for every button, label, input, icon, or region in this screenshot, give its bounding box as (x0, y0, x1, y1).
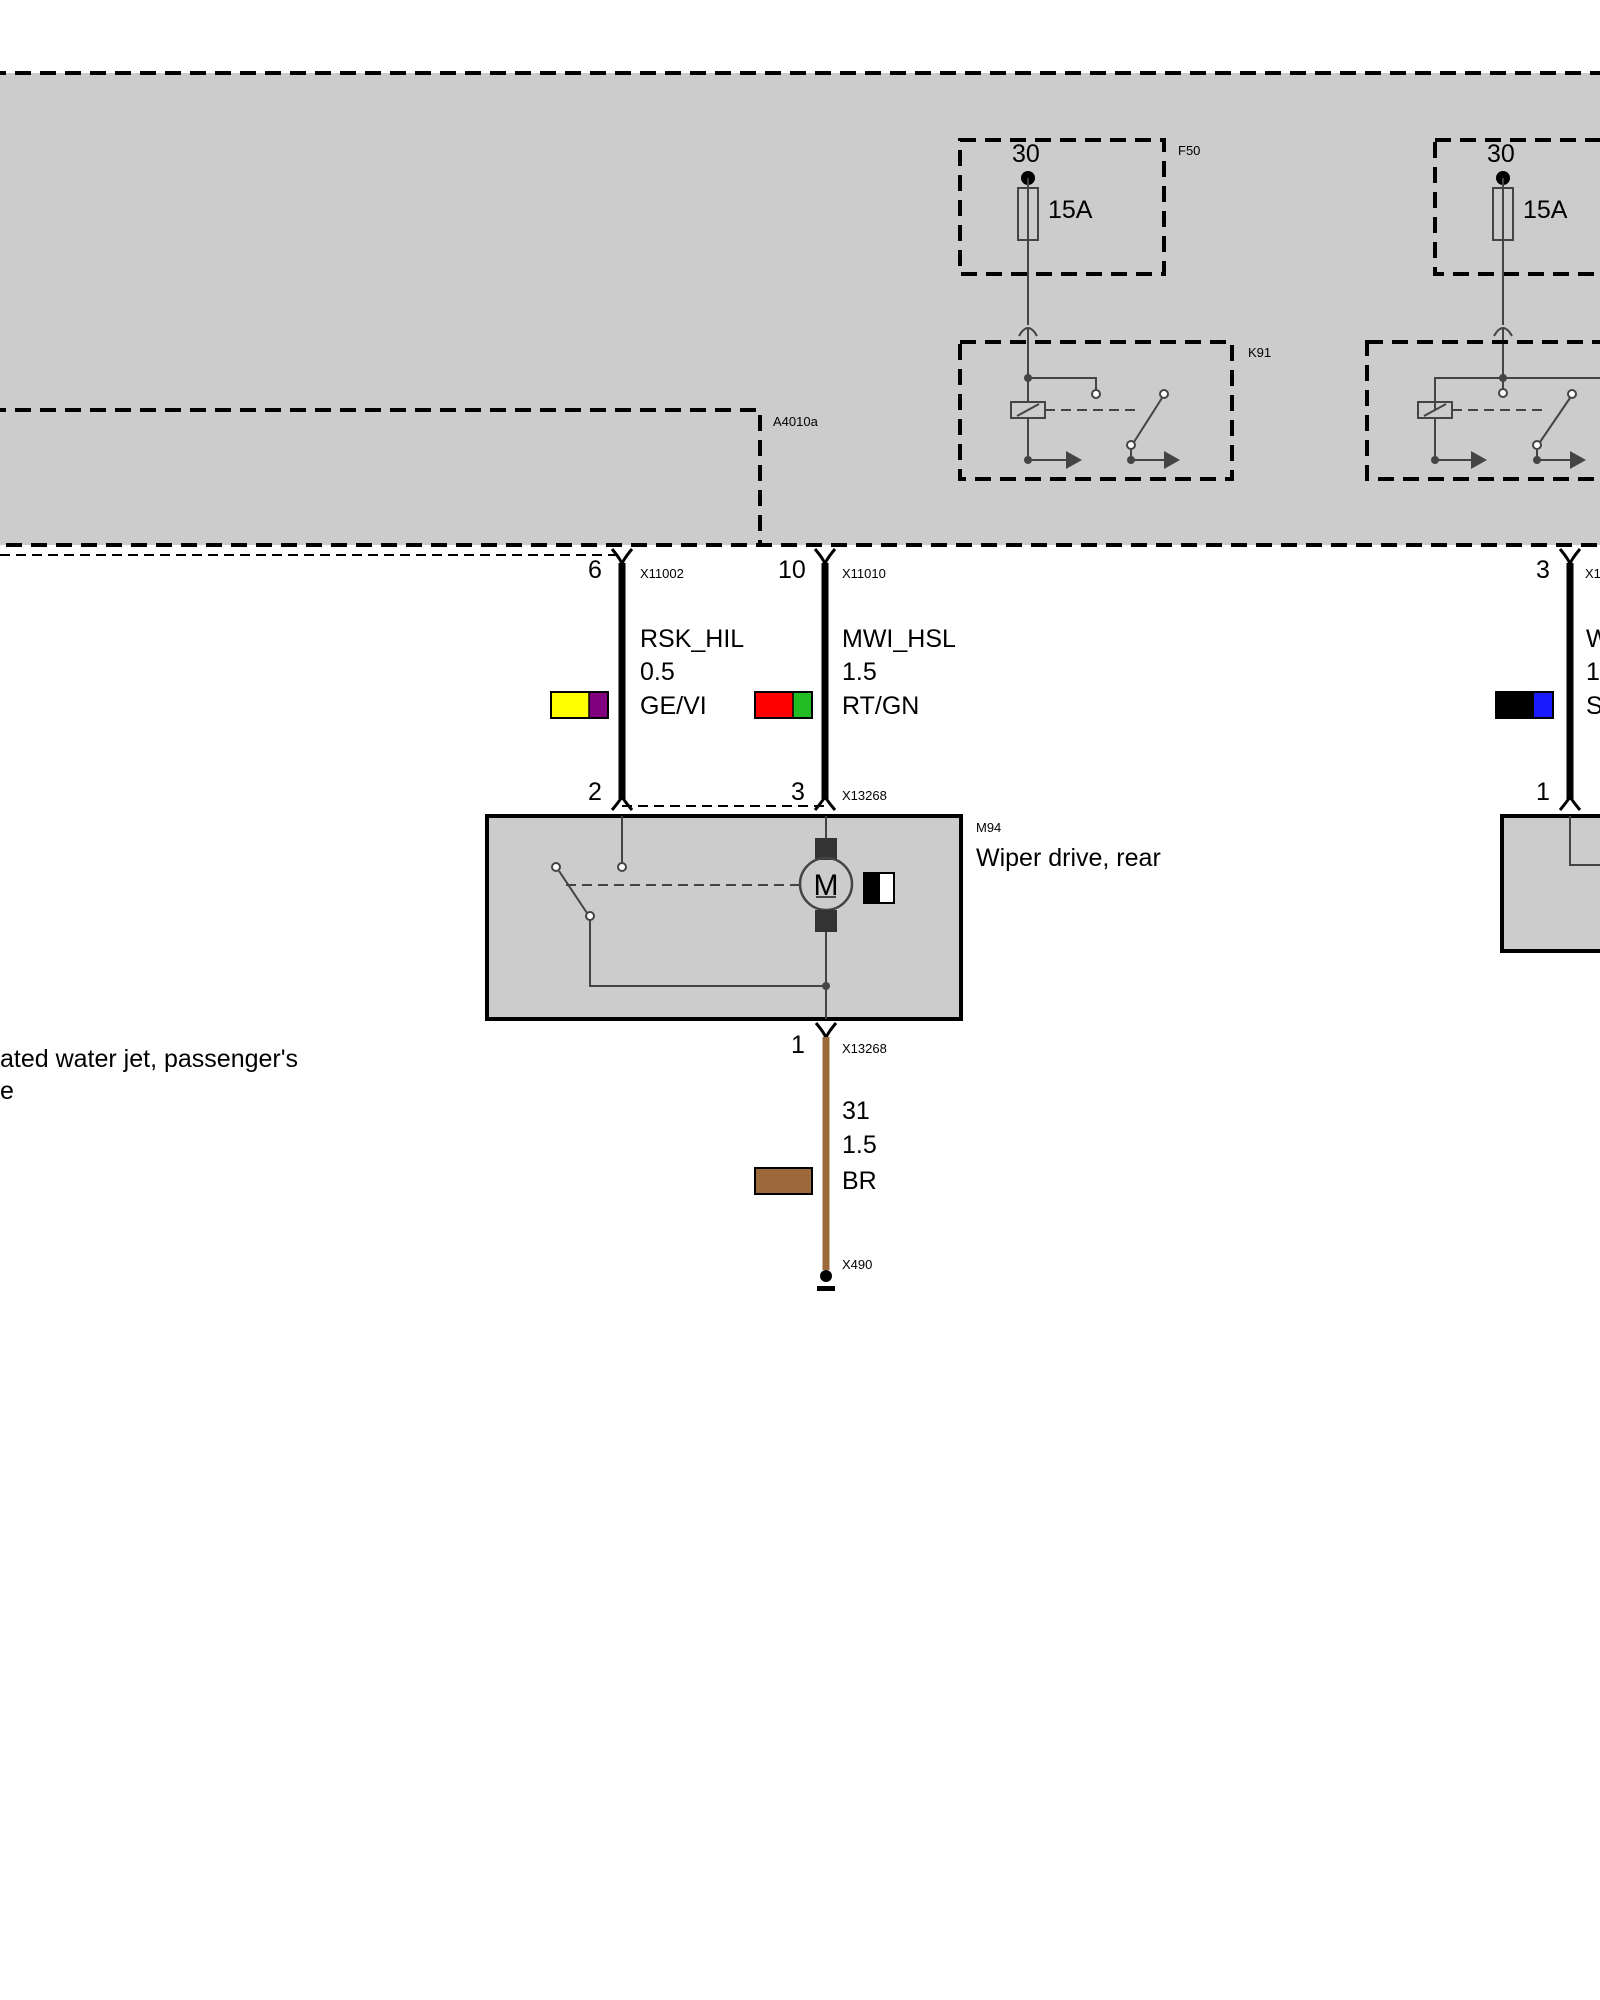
wire-mwi-hsl-top-pin: 10 (778, 556, 806, 584)
wire-rsk-hil-color-code: GE/VI (640, 692, 707, 720)
motor-m94: M94 Wiper drive, rear M (485, 814, 1161, 1021)
wire-rsk-hil-top-pin: 6 (588, 556, 602, 584)
wire-mwi-hsl-bottom-connector: X13268 (842, 788, 887, 803)
ground-wire-signal: 31 (842, 1097, 870, 1125)
fuse-f50-box (958, 138, 1166, 276)
sub-module-a4010a-outline (0, 408, 762, 545)
left-component-label-line2: e (0, 1077, 14, 1105)
wire-mwi-hsl-bottom-pin: 3 (791, 778, 805, 806)
ground-symbol-icon (817, 1286, 835, 1291)
wire-rsk-hil-signal: RSK_HIL (640, 625, 744, 653)
fuse-2-box (1433, 138, 1600, 276)
wire-mwi-hsl-color-code: RT/GN (842, 692, 919, 720)
wire-right-color-code: S (1586, 692, 1600, 720)
wire-right-cross-section: 1 (1586, 658, 1600, 686)
motor-m94-id: M94 (976, 820, 1001, 835)
ground-wire-pin: 1 (791, 1031, 805, 1059)
ground-wire-cross-section: 1.5 (842, 1131, 877, 1159)
relay-k91-id: K91 (1248, 345, 1271, 360)
control-module-box (0, 71, 1600, 547)
wire-rsk-hil-top-connector: X11002 (640, 566, 684, 581)
wire-mwi-hsl: 10 X11010 MWI_HSL 1.5 RT/GN 3 X13268 (754, 548, 956, 811)
wire-right-signal: W (1586, 625, 1600, 653)
fuse-f50-terminal: 30 (1012, 140, 1040, 168)
wire-rsk-hil-color-swatch (550, 691, 609, 719)
wire-mwi-hsl-color-swatch (754, 691, 813, 719)
wire-rsk-hil: 6 X11002 RSK_HIL 0.5 GE/VI 2 (550, 548, 744, 811)
relay-2-box (1365, 340, 1600, 481)
wire-mwi-hsl-cross-section: 1.5 (842, 658, 877, 686)
motor-m94-box (485, 814, 963, 1021)
wire-right: 3 X1 W 1 S 1 (1495, 548, 1600, 811)
fuse-2-rating: 15A (1523, 196, 1568, 224)
ground-wire-color-swatch (754, 1167, 813, 1195)
ground-point-icon (820, 1270, 832, 1282)
wire-right-top-connector: X1 (1585, 566, 1600, 581)
ground-wire-color-code: BR (842, 1167, 877, 1195)
fuse-f50: 30 15A F50 (958, 138, 1200, 378)
wire-right-color-swatch (1495, 691, 1554, 719)
fuse-2-terminal: 30 (1487, 140, 1515, 168)
ground-connector-label: X490 (842, 1257, 872, 1272)
fuse-f50-id: F50 (1178, 143, 1200, 158)
wire-mwi-hsl-top-connector: X11010 (842, 566, 886, 581)
relay-k91: K91 (958, 340, 1271, 481)
wire-mwi-hsl-signal: MWI_HSL (842, 625, 956, 653)
wire-right-top-pin: 3 (1536, 556, 1550, 584)
wire-right-bottom-pin: 1 (1536, 778, 1550, 806)
motor-brush-top (815, 838, 837, 860)
ground-wire: 1 X13268 31 1.5 BR X490 (754, 1022, 887, 1291)
wire-rsk-hil-cross-section: 0.5 (640, 658, 675, 686)
motor-m94-name: Wiper drive, rear (976, 844, 1161, 872)
motor-position-sensor-icon (863, 872, 895, 904)
right-component-box (1500, 814, 1600, 953)
fuse-f50-rating: 15A (1048, 196, 1093, 224)
fuse-2: 30 15A (1433, 138, 1600, 378)
wire-rsk-hil-bottom-pin: 2 (588, 778, 602, 806)
ground-wire-connector: X13268 (842, 1041, 887, 1056)
relay-2 (1365, 340, 1600, 481)
sub-module-a4010a-label: A4010a (773, 414, 819, 429)
relay-k91-box (958, 340, 1234, 481)
motor-brush-bottom (815, 910, 837, 932)
left-component-label-line1: ated water jet, passenger's (0, 1045, 298, 1073)
